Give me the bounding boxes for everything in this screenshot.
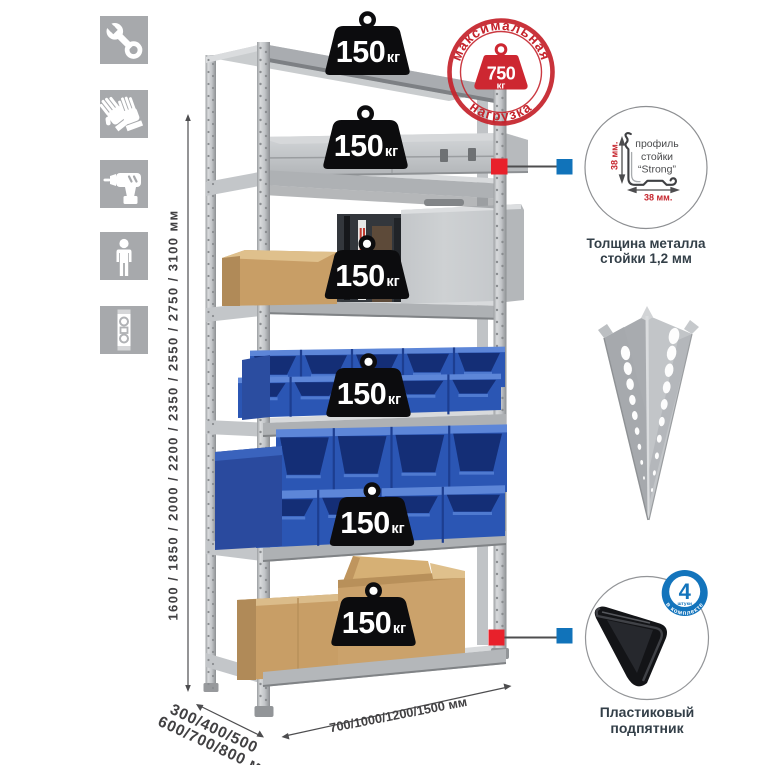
svg-text:Пластиковый: Пластиковый bbox=[600, 704, 695, 720]
svg-text:штуки: штуки bbox=[677, 602, 692, 607]
svg-text:стойки: стойки bbox=[641, 151, 673, 163]
svg-text:150: 150 bbox=[337, 377, 386, 411]
svg-text:150: 150 bbox=[335, 259, 384, 293]
svg-text:Толщина металла: Толщина металла bbox=[586, 236, 706, 251]
svg-text:150: 150 bbox=[342, 606, 391, 640]
svg-text:38 мм.: 38 мм. bbox=[644, 193, 672, 203]
svg-text:кг: кг bbox=[391, 521, 404, 537]
svg-text:стойки 1,2 мм: стойки 1,2 мм bbox=[600, 251, 692, 266]
svg-text:профиль: профиль bbox=[635, 138, 679, 150]
svg-text:кг: кг bbox=[388, 392, 401, 408]
svg-text:подпятник: подпятник bbox=[610, 720, 684, 736]
svg-text:750: 750 bbox=[487, 64, 516, 84]
svg-text:150: 150 bbox=[340, 506, 389, 540]
svg-text:150: 150 bbox=[336, 35, 385, 69]
svg-text:кг: кг bbox=[385, 144, 398, 160]
svg-text:кг: кг bbox=[386, 274, 399, 290]
svg-text:38 мм.: 38 мм. bbox=[610, 142, 620, 170]
svg-text:1600 / 1850 / 2000 / 2200 / 23: 1600 / 1850 / 2000 / 2200 / 2350 / 2550 … bbox=[166, 209, 181, 620]
svg-text:150: 150 bbox=[334, 129, 383, 163]
svg-text:“Strong”: “Strong” bbox=[638, 164, 676, 176]
svg-text:кг: кг bbox=[497, 81, 506, 92]
svg-text:кг: кг bbox=[387, 50, 400, 66]
svg-text:4: 4 bbox=[679, 579, 692, 604]
svg-text:кг: кг bbox=[393, 621, 406, 637]
